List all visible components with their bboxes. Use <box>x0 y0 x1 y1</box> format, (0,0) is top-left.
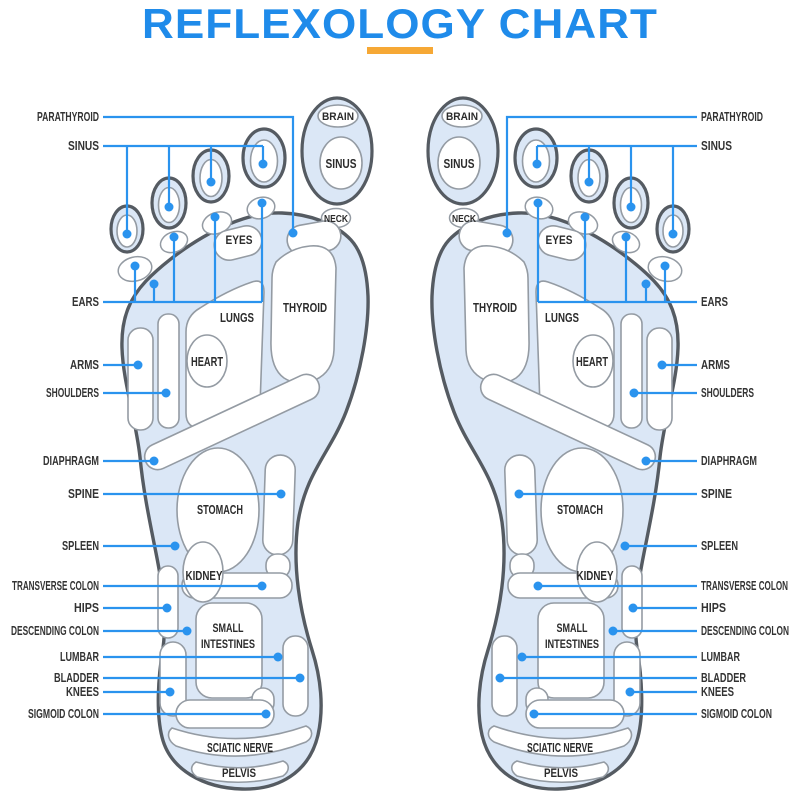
callout-label-arms-left: ARMS <box>70 358 99 372</box>
callout-label-shoulders-left: SHOULDERS <box>46 386 99 400</box>
callout-label-sinus-left: SINUS <box>68 139 99 153</box>
region-label-lungs-right: LUNGS <box>545 311 579 325</box>
callout-label-diaphragm-left: DIAPHRAGM <box>43 454 99 468</box>
region-label-small-intestines-left: SMALL <box>213 621 244 635</box>
callout-label-parathyroid-right: PARATHYROID <box>701 110 763 124</box>
region-label-kidney-right: KIDNEY <box>577 569 615 583</box>
region-label-sinus-right: SINUS <box>444 157 475 171</box>
region-label-brain-left: BRAIN <box>322 111 354 123</box>
region-label-sinus-left: SINUS <box>326 157 357 171</box>
callout-label-shoulders-right: SHOULDERS <box>701 386 754 400</box>
callout-label-ears-right: EARS <box>701 295 728 309</box>
callout-label-hips-left: HIPS <box>74 601 99 615</box>
callout-label-sinus-right: SINUS <box>701 139 732 153</box>
title-underline <box>367 47 433 54</box>
callout-label-bladder-left: BLADDER <box>54 671 99 685</box>
svg-text:INTESTINES: INTESTINES <box>545 637 599 651</box>
callout-label-parathyroid-left: PARATHYROID <box>37 110 99 124</box>
region-label-thyroid-left: THYROID <box>283 301 327 315</box>
callout-label-sigmoid-colon-right: SIGMOID COLON <box>701 707 772 721</box>
callout-label-knees-left: KNEES <box>66 685 99 699</box>
callout-label-transverse-colon-right: TRANSVERSE COLON <box>701 579 788 593</box>
region-label-heart-right: HEART <box>576 355 608 369</box>
svg-text:INTESTINES: INTESTINES <box>201 637 255 651</box>
region-label-sciatic-right: SCIATIC NERVE <box>527 741 593 755</box>
right-foot-region-labels: BRAIN SINUS NECK EYES LUNGS THYROID HEAR… <box>444 111 615 780</box>
region-label-neck-right: NECK <box>452 214 477 225</box>
callout-label-ears-left: EARS <box>72 295 99 309</box>
callout-label-spine-right: SPINE <box>701 487 732 501</box>
callout-label-bladder-right: BLADDER <box>701 671 746 685</box>
callout-label-spleen-right: SPLEEN <box>701 539 738 553</box>
region-label-eyes-left: EYES <box>226 235 253 247</box>
region-label-stomach-left: STOMACH <box>197 502 243 517</box>
region-label-eyes-right: EYES <box>546 235 573 247</box>
region-label-kidney-left: KIDNEY <box>186 569 224 583</box>
region-label-heart-left: HEART <box>191 355 223 369</box>
callout-label-transverse-colon-left: TRANSVERSE COLON <box>12 579 99 593</box>
right-foot <box>426 96 691 791</box>
region-label-small-intestines-right: SMALL <box>557 621 588 635</box>
right-label-column: PARATHYROID SINUS EARS ARMS SHOULDERS DI… <box>701 110 789 721</box>
callout-label-sigmoid-colon-left: SIGMOID COLON <box>28 707 99 721</box>
region-label-stomach-right: STOMACH <box>557 502 603 517</box>
callout-label-diaphragm-right: DIAPHRAGM <box>701 454 757 468</box>
callout-label-spine-left: SPINE <box>68 487 99 501</box>
callout-label-knees-right: KNEES <box>701 685 734 699</box>
region-label-neck-left: NECK <box>324 214 349 225</box>
callout-label-arms-right: ARMS <box>701 358 730 372</box>
region-label-brain-right: BRAIN <box>446 111 478 123</box>
callout-label-descending-colon-right: DESCENDING COLON <box>701 624 789 638</box>
region-label-sciatic-left: SCIATIC NERVE <box>207 741 273 755</box>
callout-label-descending-colon-left: DESCENDING COLON <box>11 624 99 638</box>
left-label-column: PARATHYROID SINUS EARS ARMS SHOULDERS DI… <box>11 110 99 721</box>
region-label-thyroid-right: THYROID <box>473 301 517 315</box>
callout-label-lumbar-left: LUMBAR <box>60 650 99 664</box>
page-title: REFLEXOLOGY CHART <box>142 0 658 47</box>
callout-label-spleen-left: SPLEEN <box>62 539 99 553</box>
region-label-pelvis-right: PELVIS <box>544 766 578 780</box>
region-label-pelvis-left: PELVIS <box>222 766 256 780</box>
region-label-lungs-left: LUNGS <box>220 311 254 325</box>
left-foot-region-labels: BRAIN SINUS NECK EYES LUNGS THYROID HEAR… <box>186 111 357 780</box>
callout-label-hips-right: HIPS <box>701 601 726 615</box>
callout-label-lumbar-right: LUMBAR <box>701 650 740 664</box>
left-foot <box>109 96 374 791</box>
